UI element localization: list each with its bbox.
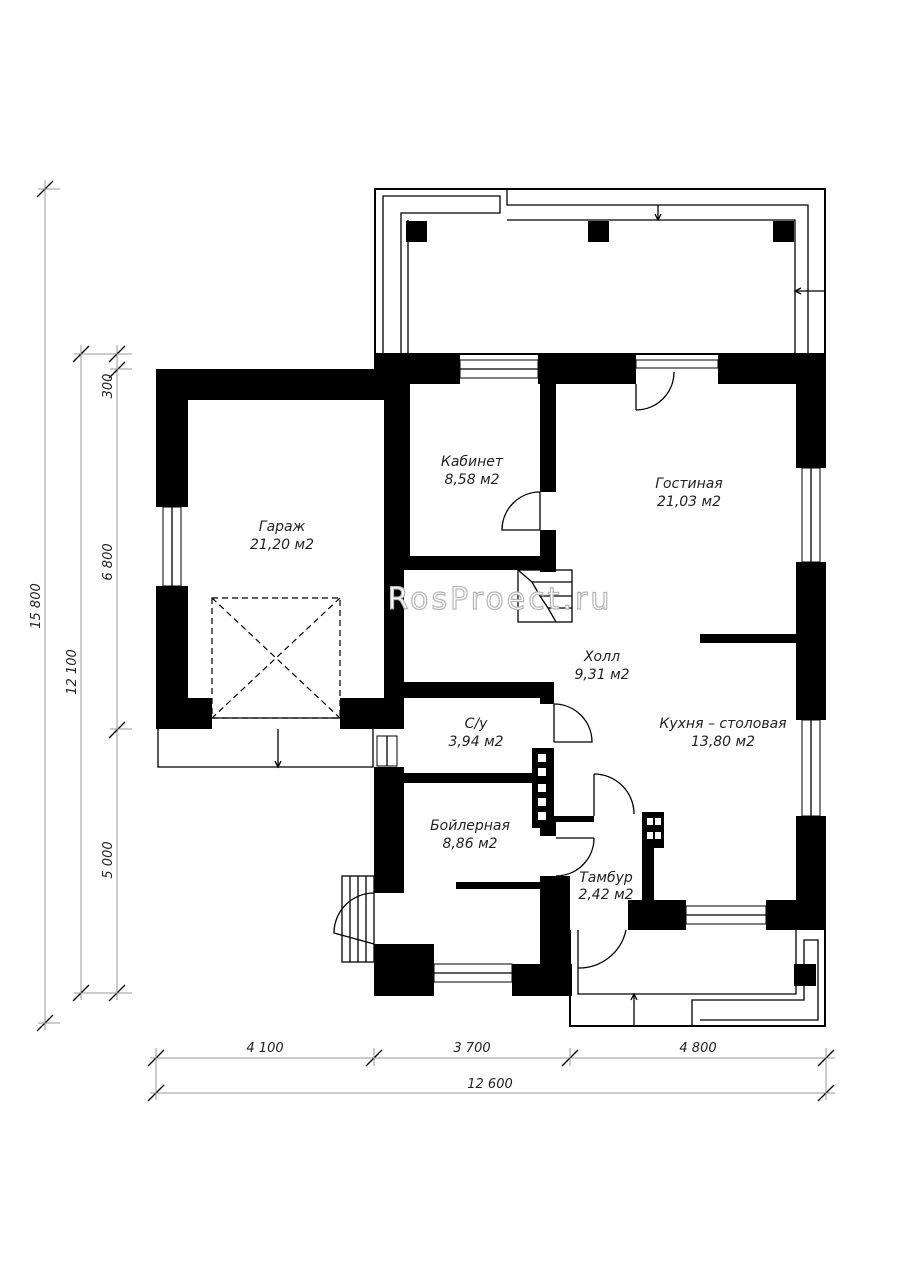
cabinet-name: Кабинет (441, 454, 504, 470)
dim-bottom-3: 4 800 (679, 1041, 716, 1056)
kitchen-name: Кухня – столовая (659, 716, 786, 732)
dim-left-b: 6 800 (101, 543, 116, 580)
porch (569, 930, 826, 1027)
living-name: Гостиная (655, 476, 722, 492)
wc-name: С/у (465, 716, 488, 732)
dim-left-main: 12 100 (65, 649, 80, 695)
garage-name: Гараж (259, 519, 306, 535)
stairs (517, 569, 573, 623)
garage-area: 21,20 м2 (250, 537, 314, 553)
dim-left-total: 15 800 (29, 583, 44, 629)
boiler-name: Бойлерная (430, 818, 510, 834)
vestibule-name: Тамбур (579, 870, 633, 886)
living-area: 21,03 м2 (657, 494, 721, 510)
cabinet-area: 8,58 м2 (444, 472, 499, 488)
watermark: RosProect.ru (388, 582, 613, 617)
doors (333, 371, 675, 969)
dim-bottom-1: 4 100 (246, 1041, 283, 1056)
kitchen-area: 13,80 м2 (691, 734, 755, 750)
dim-left-a: 300 (101, 374, 116, 399)
garage-walls (156, 369, 404, 769)
house-walls (374, 354, 826, 996)
wc-area: 3,94 м2 (448, 734, 503, 750)
vestibule-area: 2,42 м2 (578, 887, 633, 903)
dim-bottom-total: 12 600 (467, 1077, 513, 1092)
terrace (374, 188, 826, 355)
hall-name: Холл (583, 649, 620, 665)
dim-left-c: 5 000 (101, 841, 116, 878)
boiler-area: 8,86 м2 (442, 836, 497, 852)
hall-area: 9,31 м2 (574, 667, 629, 683)
dimensions (36, 180, 835, 1102)
dim-bottom-2: 3 700 (453, 1041, 490, 1056)
